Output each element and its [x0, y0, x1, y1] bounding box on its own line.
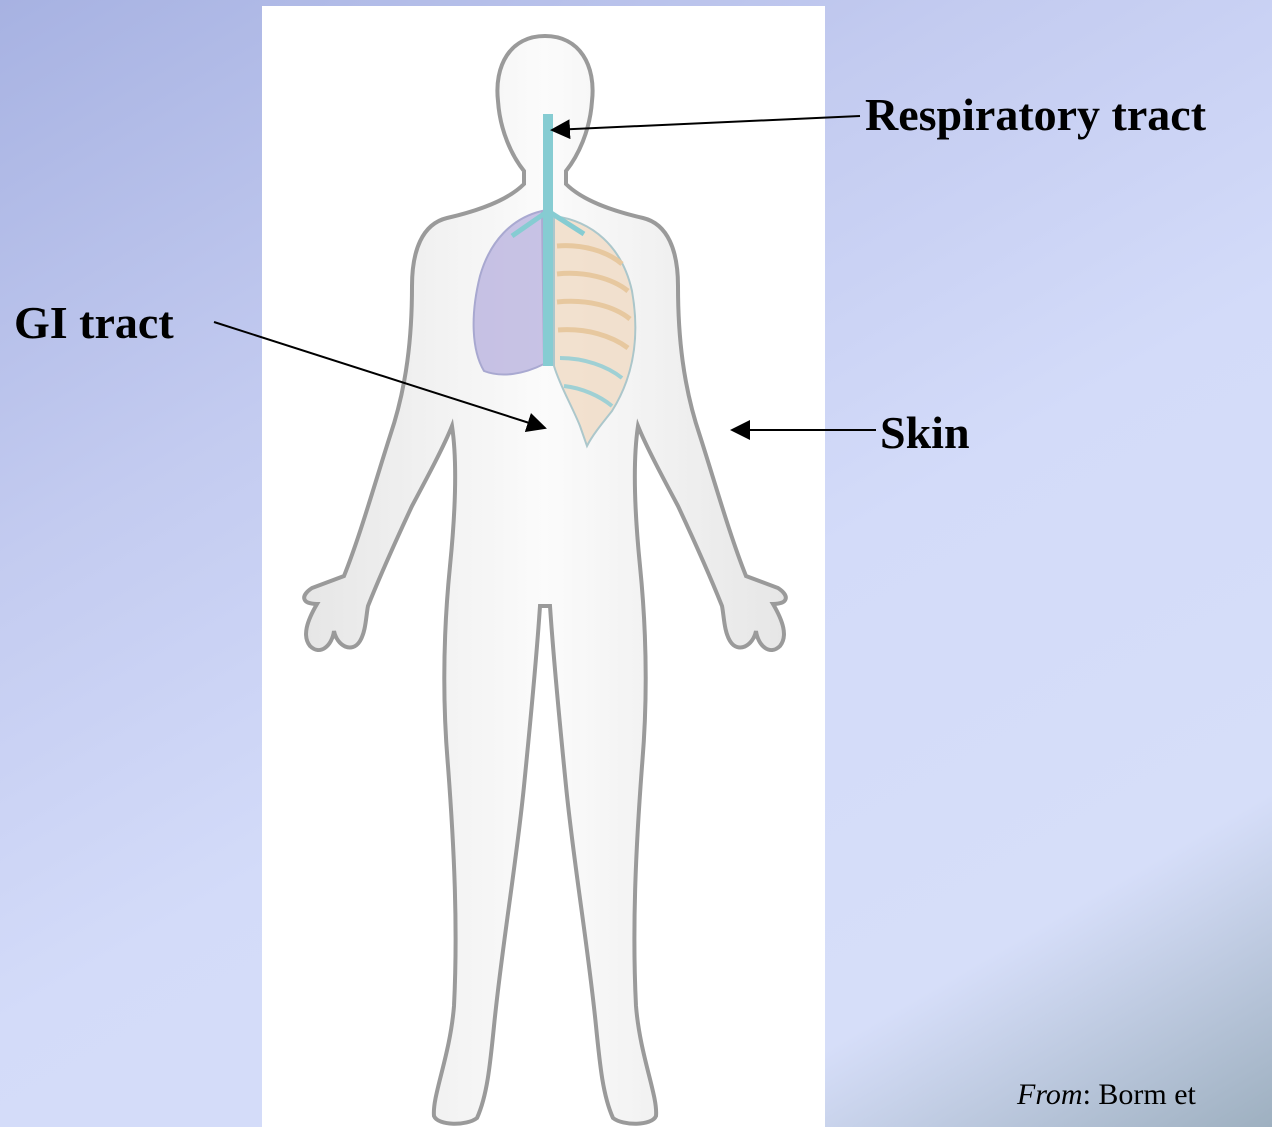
respiratory-tract-label: Respiratory tract [865, 92, 1206, 138]
skin-label: Skin [880, 410, 970, 456]
source-prefix: From [1017, 1078, 1083, 1111]
respiratory-arrow [552, 116, 860, 130]
gi-arrow [214, 322, 545, 428]
gi-tract-label: GI tract [14, 300, 174, 346]
source-text: : Borm et [1083, 1078, 1196, 1111]
source-citation: From: Borm et [1017, 1080, 1196, 1110]
